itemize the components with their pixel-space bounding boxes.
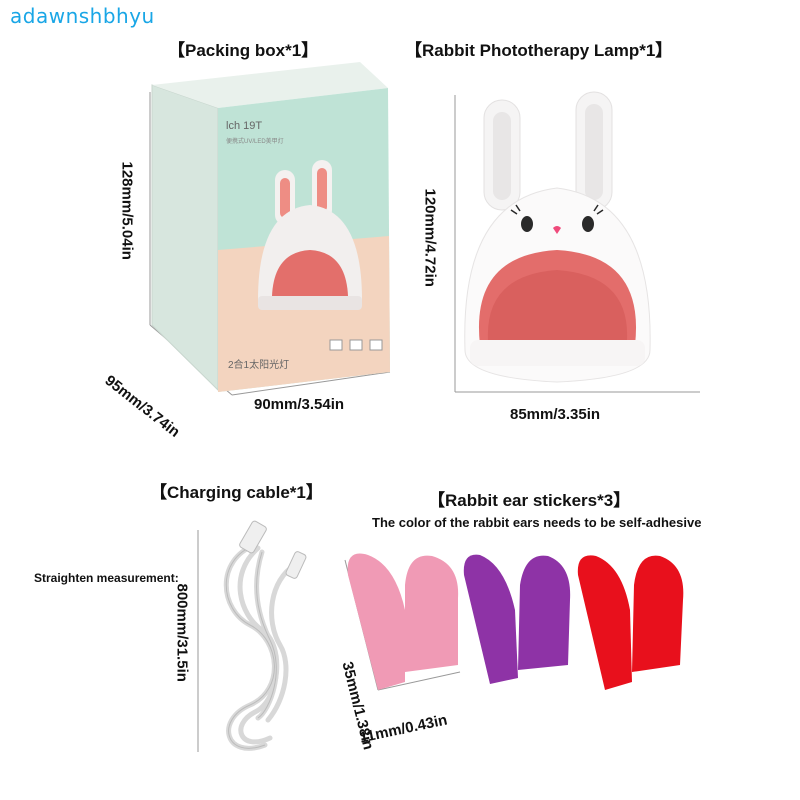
watermark-text: adawnshbhyu <box>10 4 155 28</box>
box-subtitle: 便携式UV/LED美甲灯 <box>226 139 284 145</box>
red-ear-sticker-left <box>577 555 632 690</box>
purple-ear-sticker-right <box>518 555 571 670</box>
red-ear-sticker-right <box>632 555 684 672</box>
pink-ear-sticker-right <box>405 555 459 672</box>
stickers-title: 【Rabbit ear stickers*3】 <box>428 491 631 510</box>
box-width-label: 90mm/3.54in <box>254 396 345 413</box>
stickers-note: The color of the rabbit ears needs to be… <box>372 515 702 530</box>
cable-title: 【Charging cable*1】 <box>150 483 323 502</box>
lamp-title: 【Rabbit Phototherapy Lamp*1】 <box>405 41 673 60</box>
box-bottom-text: 2合1太阳光灯 <box>228 360 290 371</box>
pink-ear-sticker-left <box>347 553 405 690</box>
box-model-text: lch 19T <box>226 120 263 132</box>
lamp-width-label: 85mm/3.35in <box>510 406 601 423</box>
purple-ear-sticker-left <box>463 554 518 684</box>
straighten-measurement-label: Straighten measurement: <box>34 571 179 585</box>
packing-box-title: 【Packing box*1】 <box>168 41 319 60</box>
